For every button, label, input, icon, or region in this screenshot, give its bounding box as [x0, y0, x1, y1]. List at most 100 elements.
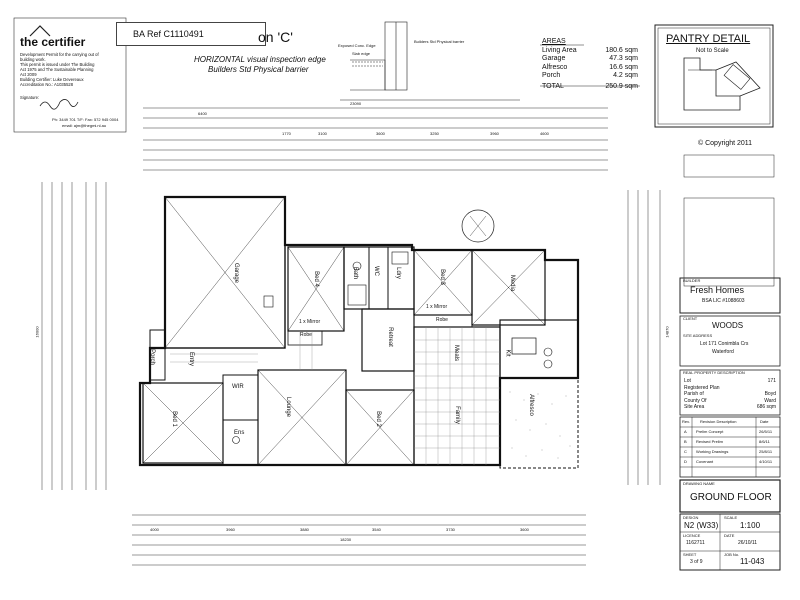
dim-bottom: 4000 — [150, 527, 159, 532]
right-dimension-lines — [627, 190, 661, 485]
copyright: © Copyright 2011 — [698, 140, 753, 147]
drawing-name: GROUND FLOOR — [690, 492, 772, 503]
room-bed1: Bed 1 — [170, 411, 177, 427]
inspection-note: HORIZONTAL visual inspection edge — [194, 55, 326, 64]
title-block-frames — [679, 277, 781, 571]
certifier-note-line: Act 1975 and The Sustainable Planning — [20, 67, 94, 72]
certifier-note-line: Accreditation No.: A1035528 — [20, 82, 74, 87]
top-dimension-lines — [143, 107, 608, 171]
certifier-note-line: Development Permit for the carrying out … — [20, 52, 99, 57]
areas-heading: AREAS — [542, 38, 566, 45]
certifier-note-line: This permit is issued under The Building — [20, 62, 95, 67]
certifier-note-line: building work. — [20, 57, 46, 62]
certifier-note-line: Act 2009 — [20, 72, 37, 77]
room-meals: Meals — [453, 344, 460, 362]
job-label: JOB No. — [724, 552, 740, 557]
room-bed3: Bed 3 — [438, 269, 445, 285]
room-kit: Kit — [504, 349, 511, 357]
room-family: Family — [453, 406, 460, 424]
rev-date: 4/10/11 — [759, 459, 773, 464]
builder-name: Fresh Homes — [690, 285, 745, 295]
client-name: WOODS — [712, 321, 744, 330]
property-row: Registered Plan — [684, 384, 720, 391]
licence-value: 1162711 — [686, 540, 705, 546]
room-lounge: Lounge — [285, 396, 292, 418]
ba-ref: BA Ref C1110491 — [133, 29, 204, 39]
certifier-notes: Development Permit for the carrying out … — [20, 52, 124, 100]
rev-desc: Prelim Concept — [696, 429, 724, 434]
room-alfresco: Alfresco — [527, 394, 534, 416]
room-bath: Bath — [352, 266, 359, 280]
certifier-contact: Ph: 3449 701 T/F: Fax: 572 945 0004 — [52, 117, 119, 122]
room-bed4: Bed 4 — [312, 271, 319, 287]
builder-label: BUILDER — [683, 278, 701, 283]
pantry-title: PANTRY DETAIL — [666, 33, 751, 45]
notes-block — [683, 154, 775, 287]
rev-id: B — [684, 439, 687, 444]
site-line2: Waterford — [712, 349, 734, 355]
north-point-icon — [461, 209, 495, 243]
property-label: REAL PROPERTY DESCRIPTION — [683, 370, 745, 375]
house-walls — [138, 195, 580, 469]
rev-date: 26/5/11 — [759, 429, 773, 434]
builder-licence: BSA LIC #1088603 — [702, 298, 745, 304]
room-robe: Robe — [300, 332, 312, 338]
rev-header: Revision Description — [700, 419, 737, 424]
dim-bottom: 3880 — [300, 527, 309, 532]
certifier-logo-icon — [29, 25, 51, 37]
room-bed2: Bed 2 — [374, 411, 381, 427]
ba-ref-box: BA Ref C1110491 — [116, 22, 266, 46]
dim-bottom: 3540 — [372, 527, 381, 532]
pantry-detail-box — [654, 24, 774, 128]
room-wc: WC — [373, 266, 379, 276]
room-mirror: 1 x Mirror — [299, 319, 321, 325]
dim-top: 1770 — [282, 131, 291, 136]
alfresco-hatch — [509, 391, 571, 459]
rev-header: Rev. — [682, 419, 690, 424]
dim-bottom: 3730 — [446, 527, 455, 532]
room-retreat: Retreat — [386, 327, 393, 347]
left-dimension-lines — [41, 182, 107, 490]
room-wir: WIR — [232, 384, 244, 390]
room-entry: Entry — [188, 351, 195, 367]
room-porch: Porch — [148, 349, 155, 365]
detail-label: Slab edge — [352, 51, 371, 56]
scale-label: SCALE — [724, 515, 738, 520]
room-ldry: Ldry — [394, 267, 401, 279]
certifier-stamp-frame — [13, 17, 127, 133]
room-garage: Garage — [233, 262, 240, 284]
room-robe: Robe — [436, 317, 448, 323]
rev-header: Date — [760, 419, 769, 424]
dim-top-overall: 23090 — [350, 101, 362, 106]
dim-top: 3250 — [430, 131, 439, 136]
sheet-value: 3 of 9 — [690, 559, 703, 565]
rev-date: 8/6/11 — [759, 439, 770, 444]
signature-label: Signature: — [20, 95, 40, 100]
dim-top: 3960 — [490, 131, 499, 136]
date-label: DATE — [724, 533, 735, 538]
signature-mark — [39, 99, 79, 110]
licence-label: LICENCE — [683, 533, 701, 538]
dim-bottom: 3600 — [520, 527, 529, 532]
site-label: SITE ADDRESS — [683, 333, 713, 338]
drawing-label: DRAWING NAME — [683, 481, 715, 486]
site-line1: Lot 171 Conimbla Crs — [700, 341, 749, 347]
dim-right-overall: 14870 — [664, 326, 670, 338]
dim-top: 6400 — [198, 111, 207, 116]
date-value: 26/10/11 — [738, 540, 758, 546]
certifier-email: email: ajm@thegmi.nl.au — [62, 123, 107, 128]
rev-desc: Revised Prelim — [696, 439, 723, 444]
sheet-label: SHEET — [683, 552, 697, 557]
dim-bottom-overall: 18230 — [340, 537, 352, 542]
client-label: CLIENT — [683, 316, 698, 321]
